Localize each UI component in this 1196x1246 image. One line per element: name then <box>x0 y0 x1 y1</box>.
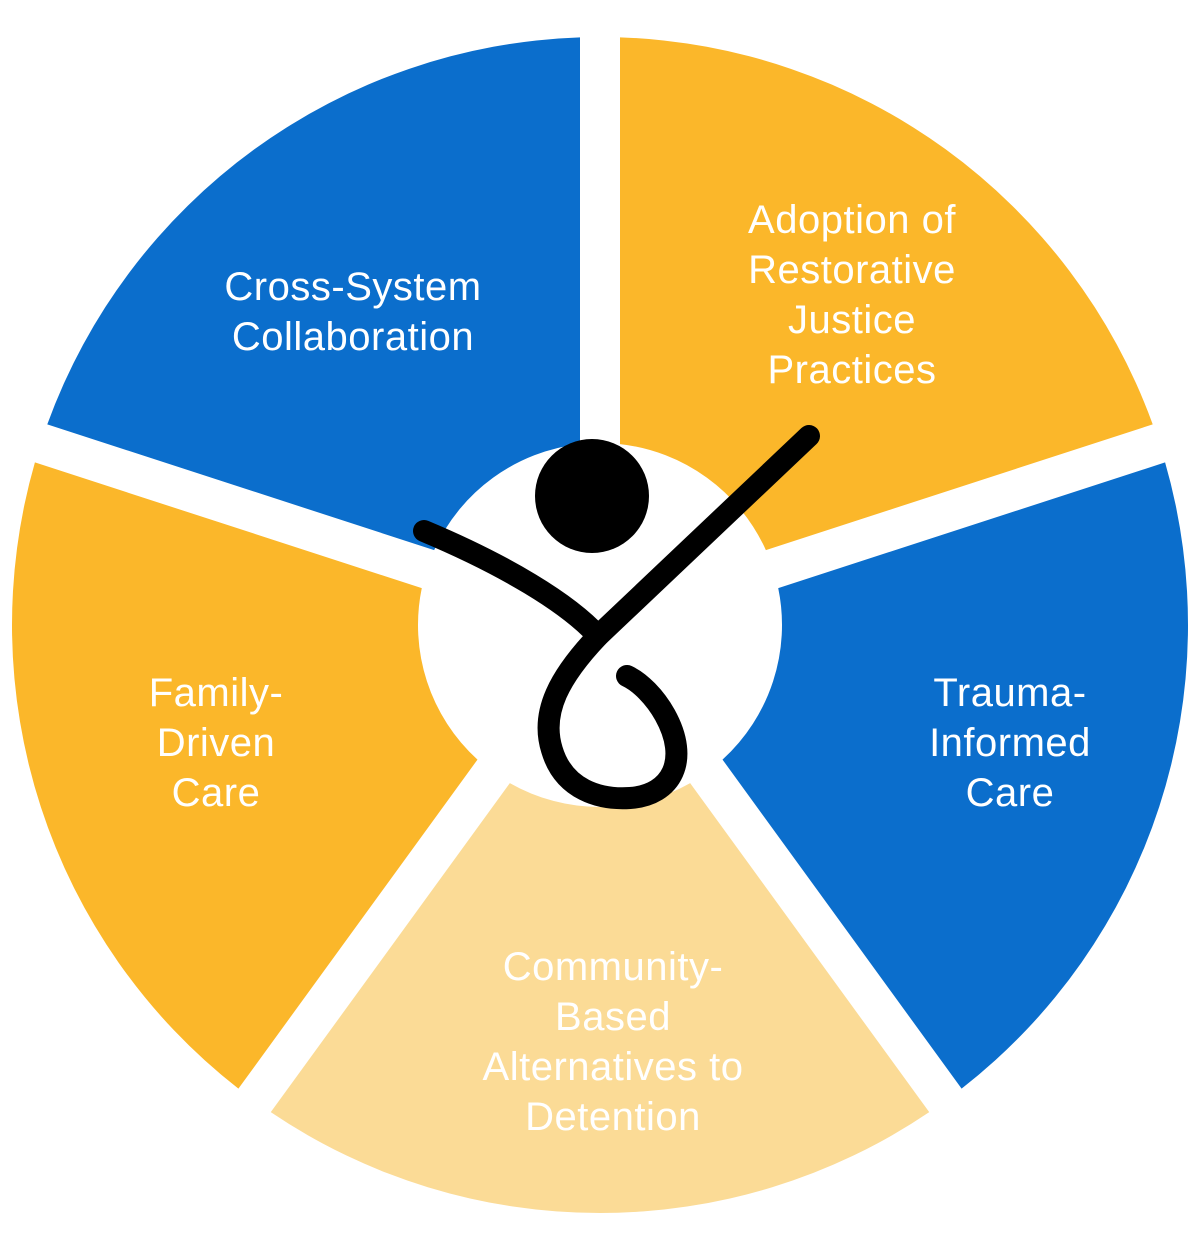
segment-family-driven-care <box>11 462 478 1089</box>
label-family-driven-care: Family- Driven Care <box>96 668 336 818</box>
label-line: Informed <box>929 721 1091 765</box>
label-line: Based <box>555 995 671 1039</box>
label-community-based-alternatives-to-detention: Community- Based Alternatives to Detenti… <box>433 942 793 1142</box>
label-line: Family- <box>148 671 284 715</box>
label-trauma-informed-care: Trauma- Informed Care <box>880 668 1140 818</box>
figure-left-arm <box>413 520 609 647</box>
label-line: Cross-System <box>224 265 482 309</box>
label-line: Trauma- <box>933 671 1087 715</box>
segment-trauma-informed-care <box>722 462 1188 1089</box>
segment-cross-system-collaboration <box>47 37 580 551</box>
figure-right-arm <box>537 425 820 810</box>
label-line: Care <box>965 771 1055 815</box>
person-figure-icon <box>413 425 820 810</box>
label-line: Community- <box>502 945 724 989</box>
label-line: Restorative <box>748 248 956 292</box>
figure-head <box>535 439 649 553</box>
segment-adoption-of-restorative-justice-practices <box>620 37 1153 551</box>
label-line: Alternatives to <box>482 1045 744 1089</box>
label-line: Care <box>171 771 261 815</box>
label-line: Driven <box>156 721 276 765</box>
label-line: Practices <box>767 348 937 392</box>
label-line: Collaboration <box>231 315 475 359</box>
label-line: Detention <box>525 1095 701 1139</box>
label-adoption-of-restorative-justice-practices: Adoption of Restorative Justice Practice… <box>702 195 1002 395</box>
label-line: Justice <box>788 298 916 342</box>
label-cross-system-collaboration: Cross-System Collaboration <box>203 262 503 362</box>
segment-community-based-alternatives-to-detention <box>270 783 930 1214</box>
label-line: Adoption of <box>748 198 956 242</box>
